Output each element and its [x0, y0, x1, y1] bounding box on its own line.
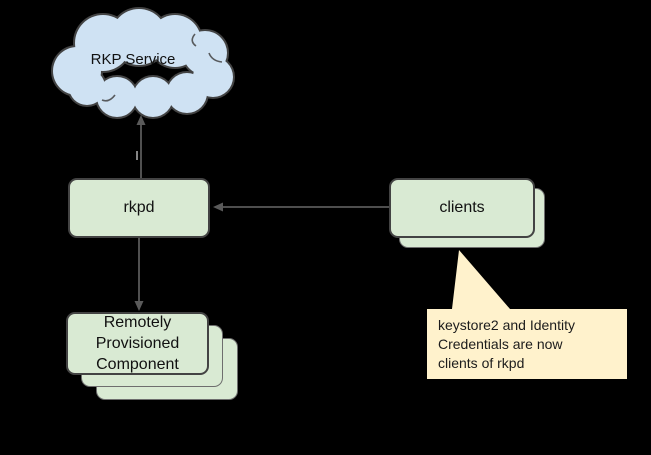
node-remotely-provisioned-component: Remotely Provisioned Component: [66, 312, 209, 375]
arrowhead-down-icon: [134, 301, 144, 311]
node-rkpd: rkpd: [68, 178, 210, 238]
connector-midpoint-dash: [136, 151, 138, 160]
cloud-curl-accents: [101, 33, 223, 102]
rkp-service-label: RKP Service: [90, 50, 176, 68]
rkp-service-cloud: [51, 7, 235, 119]
arrowhead-left-icon: [213, 202, 223, 212]
node-clients: clients: [389, 178, 535, 238]
callout-text: keystore2 and Identity Credentials are n…: [438, 317, 575, 371]
callout-bubble: [427, 250, 627, 379]
rkpd-label: rkpd: [123, 199, 155, 216]
cloud-fill-cover: [53, 9, 233, 117]
rpc-label: Remotely Provisioned Component: [95, 314, 180, 373]
clients-label: clients: [439, 199, 485, 216]
callout-shape-with-tail: [427, 250, 627, 379]
